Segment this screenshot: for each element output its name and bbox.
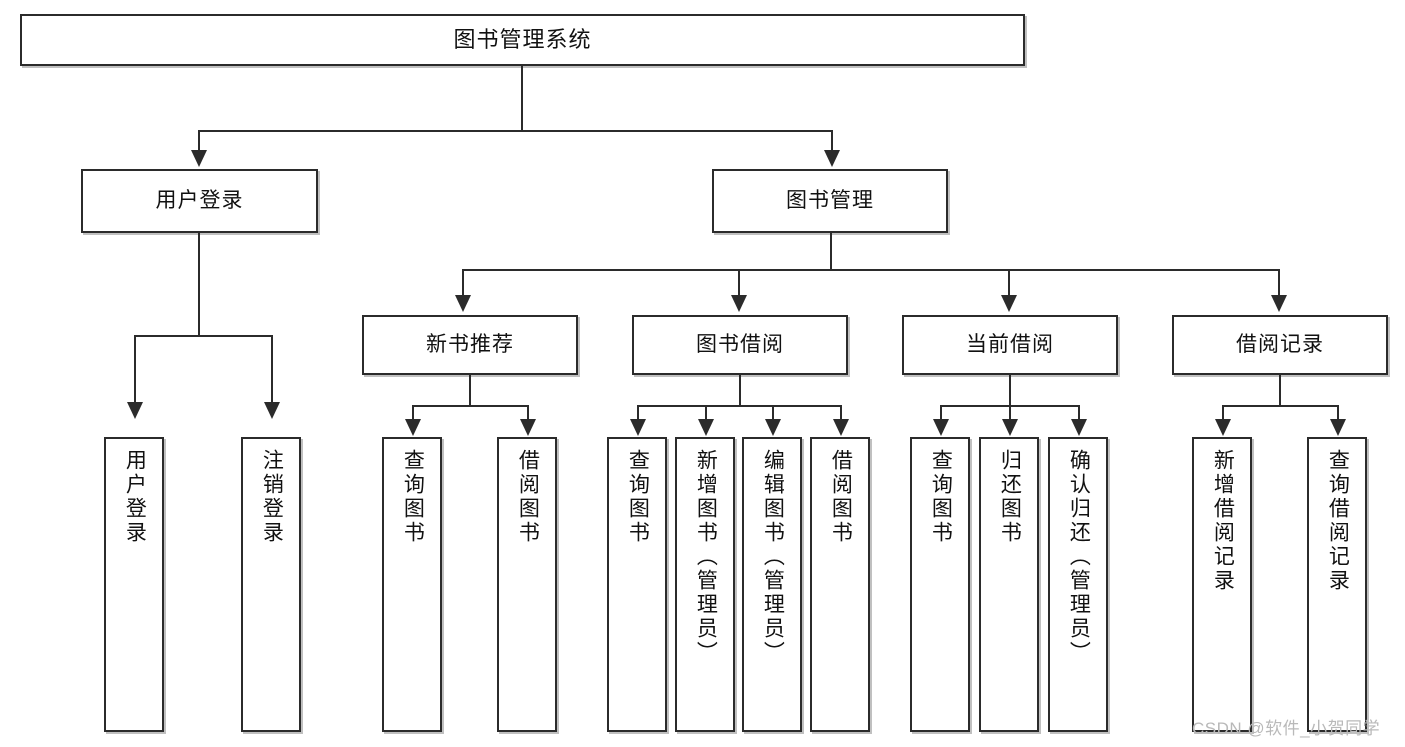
connector-bb-bar: [637, 405, 842, 407]
node-leaf-query-book-1[interactable]: 查询图书: [382, 437, 442, 732]
node-label: 归还图书: [998, 449, 1022, 545]
node-label: 图书管理: [786, 188, 874, 212]
node-current-borrow[interactable]: 当前借阅: [902, 315, 1118, 375]
connector-bb-drop-3: [772, 405, 774, 421]
connector-bb-drop-2: [705, 405, 707, 421]
arrowhead-leaf-add-borrow-record: [1215, 419, 1231, 436]
node-leaf-query-book-2[interactable]: 查询图书: [607, 437, 667, 732]
connector-bb-drop-4: [840, 405, 842, 421]
node-leaf-query-borrow-record[interactable]: 查询借阅记录: [1307, 437, 1367, 732]
connector-cb-drop-3: [1078, 405, 1080, 421]
connector-root-bar: [198, 130, 833, 132]
connector-bb-drop-1: [637, 405, 639, 421]
node-label: 用户登录: [155, 188, 244, 212]
arrowhead-leaf-logout-login: [264, 402, 280, 419]
connector-br-bar: [1222, 405, 1339, 407]
node-label: 图书借阅: [696, 332, 784, 356]
node-leaf-add-book-admin[interactable]: 新增图书（管理员）: [675, 437, 735, 732]
arrowhead-leaf-query-book-1: [405, 419, 421, 436]
arrowhead-leaf-add-book-admin: [698, 419, 714, 436]
node-label: 当前借阅: [966, 332, 1054, 356]
node-leaf-add-borrow-record[interactable]: 新增借阅记录: [1192, 437, 1252, 732]
arrowhead-leaf-query-book-3: [933, 419, 949, 436]
connector-bm-drop-new-book: [462, 269, 464, 296]
arrowhead-leaf-edit-book-admin: [765, 419, 781, 436]
connector-nbr-drop-2: [527, 405, 529, 421]
arrowhead-leaf-confirm-return-admin: [1071, 419, 1087, 436]
connector-book-management-bar: [462, 269, 1280, 271]
node-new-book-recommend[interactable]: 新书推荐: [362, 315, 578, 375]
node-label: 借阅图书: [516, 449, 540, 545]
node-label: 编辑图书（管理员）: [761, 449, 785, 665]
connector-bm-drop-borrow-record: [1278, 269, 1280, 296]
node-leaf-edit-book-admin[interactable]: 编辑图书（管理员）: [742, 437, 802, 732]
connector-nbr-stem: [469, 375, 471, 407]
node-leaf-logout-login[interactable]: 注销登录: [241, 437, 301, 732]
connector-user-login-drop-1: [134, 335, 136, 403]
node-leaf-query-book-3[interactable]: 查询图书: [910, 437, 970, 732]
node-label: 新增图书（管理员）: [694, 449, 718, 665]
arrowhead-leaf-query-borrow-record: [1330, 419, 1346, 436]
arrowhead-book-borrow: [731, 295, 747, 312]
connector-bm-drop-current-borrow: [1008, 269, 1010, 296]
node-label: 借阅图书: [829, 449, 853, 545]
arrowhead-current-borrow: [1001, 295, 1017, 312]
connector-root-stem: [521, 66, 523, 131]
connector-bb-stem: [739, 375, 741, 407]
connector-bm-drop-book-borrow: [738, 269, 740, 296]
arrowhead-book-management: [824, 150, 840, 167]
connector-br-drop-2: [1337, 405, 1339, 421]
node-label: 借阅记录: [1236, 332, 1324, 356]
node-label: 新增借阅记录: [1211, 449, 1235, 593]
node-label: 用户登录: [123, 449, 147, 545]
connector-user-login-bar: [134, 335, 272, 337]
node-label: 查询图书: [401, 449, 425, 545]
node-label: 注销登录: [260, 449, 284, 545]
connector-nbr-drop-1: [412, 405, 414, 421]
node-borrow-record[interactable]: 借阅记录: [1172, 315, 1388, 375]
arrowhead-leaf-borrow-book-1: [520, 419, 536, 436]
node-leaf-borrow-book-1[interactable]: 借阅图书: [497, 437, 557, 732]
node-leaf-return-book[interactable]: 归还图书: [979, 437, 1039, 732]
arrowhead-user-login: [191, 150, 207, 167]
arrowhead-leaf-query-book-2: [630, 419, 646, 436]
connector-root-to-user-login: [198, 130, 200, 151]
arrowhead-leaf-user-login: [127, 402, 143, 419]
node-root-system[interactable]: 图书管理系统: [20, 14, 1025, 66]
connector-user-login-drop-2: [271, 335, 273, 403]
connector-br-drop-1: [1222, 405, 1224, 421]
connector-cb-stem: [1009, 375, 1011, 407]
arrowhead-leaf-borrow-book-2: [833, 419, 849, 436]
connector-cb-drop-2: [1009, 405, 1011, 421]
node-leaf-borrow-book-2[interactable]: 借阅图书: [810, 437, 870, 732]
node-leaf-confirm-return-admin[interactable]: 确认归还（管理员）: [1048, 437, 1108, 732]
connector-root-to-book-management: [831, 130, 833, 151]
arrowhead-new-book-recommend: [455, 295, 471, 312]
connector-book-management-stem: [830, 233, 832, 271]
node-leaf-user-login[interactable]: 用户登录: [104, 437, 164, 732]
node-book-management[interactable]: 图书管理: [712, 169, 948, 233]
node-label: 查询图书: [626, 449, 650, 545]
node-label: 新书推荐: [426, 332, 514, 356]
node-label: 查询借阅记录: [1326, 449, 1350, 593]
node-label: 确认归还（管理员）: [1067, 449, 1091, 665]
arrowhead-leaf-return-book: [1002, 419, 1018, 436]
connector-user-login-stem: [198, 233, 200, 336]
arrowhead-borrow-record: [1271, 295, 1287, 312]
node-label: 查询图书: [929, 449, 953, 545]
connector-br-stem: [1279, 375, 1281, 407]
connector-cb-drop-1: [940, 405, 942, 421]
node-book-borrow[interactable]: 图书借阅: [632, 315, 848, 375]
node-label: 图书管理系统: [453, 27, 592, 53]
node-user-login[interactable]: 用户登录: [81, 169, 318, 233]
connector-nbr-bar: [412, 405, 529, 407]
